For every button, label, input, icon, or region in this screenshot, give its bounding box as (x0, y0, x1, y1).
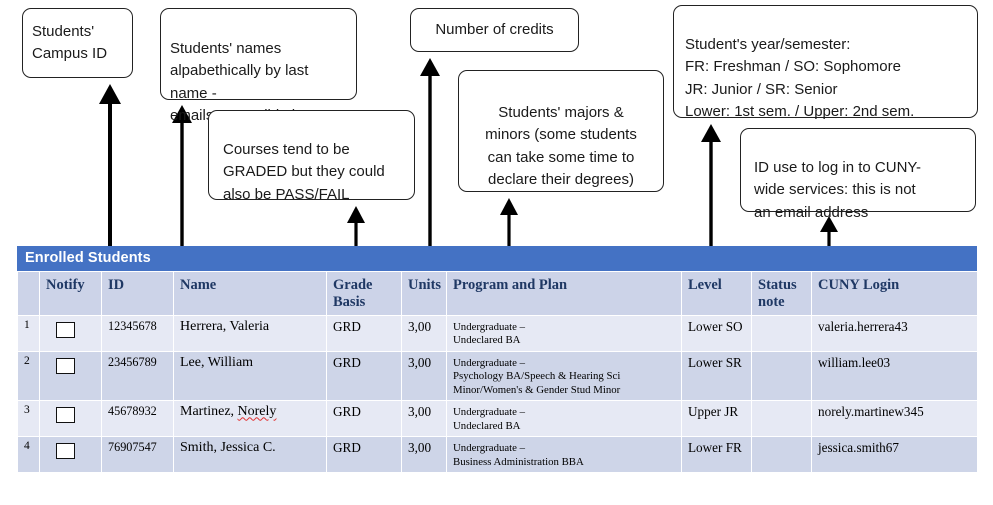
callout-level: Student's year/semester: FR: Freshman / … (673, 5, 978, 120)
student-name[interactable]: Martinez, Norely (173, 400, 327, 438)
cuny-login: norely.martinew345 (811, 400, 978, 438)
student-name-misspelled: Norely (237, 404, 277, 420)
cuny-login: jessica.smith67 (811, 436, 978, 474)
row-number: 1 (17, 315, 40, 352)
student-id: 12345678 (101, 315, 174, 352)
units: 3,00 (401, 315, 447, 352)
grade-basis: GRD (326, 350, 402, 402)
cuny-login: william.lee03 (811, 350, 978, 402)
notify-checkbox[interactable] (56, 407, 75, 424)
table-row: 4 76907547 Smith, Jessica C. GRD 3,00 Un… (17, 436, 978, 474)
callout-credits: Number of credits (410, 8, 579, 52)
col-header-rownum[interactable] (17, 271, 40, 316)
grade-basis: GRD (326, 436, 402, 474)
row-number: 4 (17, 436, 40, 474)
table-row: 1 12345678 Herrera, Valeria GRD 3,00 Und… (17, 315, 978, 352)
arrow-level (698, 124, 724, 260)
student-name[interactable]: Smith, Jessica C. (173, 436, 327, 474)
status-note (751, 436, 812, 474)
enrolled-students-table: Enrolled Students Notify ID Name (17, 246, 978, 474)
status-note (751, 400, 812, 438)
col-header-status[interactable]: Status note (751, 271, 812, 316)
col-header-program[interactable]: Program and Plan (446, 271, 682, 316)
table-header-row: Notify ID Name Grade Basis Units Program… (17, 271, 978, 316)
level: Upper JR (681, 400, 752, 438)
col-header-cuny-login[interactable]: CUNY Login (811, 271, 978, 316)
student-id: 45678932 (101, 400, 174, 438)
grade-basis: GRD (326, 315, 402, 352)
table-row: 3 45678932 Martinez, Norely GRD 3,00 Und… (17, 400, 978, 438)
row-number: 2 (17, 350, 40, 402)
callout-majors-text: Students' majors & minors (some students… (485, 104, 637, 188)
callout-level-text: Student's year/semester: FR: Freshman / … (685, 36, 915, 120)
notify-checkbox[interactable] (56, 322, 75, 338)
col-header-name[interactable]: Name (173, 271, 327, 316)
callout-cuny-login: ID use to log in to CUNY- wide services:… (740, 128, 976, 221)
arrow-names (169, 105, 195, 260)
col-header-units[interactable]: Units (401, 271, 447, 316)
callout-majors: Students' majors & minors (some students… (458, 70, 664, 192)
student-name[interactable]: Herrera, Valeria (173, 315, 327, 352)
callout-names: Students' names alpabethically by last n… (160, 8, 357, 124)
student-id: 76907547 (101, 436, 174, 474)
notify-checkbox[interactable] (56, 357, 75, 374)
student-name-prefix: Martinez, (180, 404, 238, 420)
program-and-plan: Undergraduate – Undeclared BA (446, 315, 682, 352)
cuny-login: valeria.herrera43 (811, 315, 978, 352)
level: Lower FR (681, 436, 752, 474)
notify-cell (39, 315, 102, 352)
callout-campus-id: Students' Campus ID (22, 8, 133, 78)
callout-campus-id-text: Students' Campus ID (32, 22, 108, 62)
col-header-id[interactable]: ID (101, 271, 174, 316)
row-number: 3 (17, 400, 40, 438)
program-and-plan: Undergraduate – Business Administration … (446, 436, 682, 474)
student-id: 23456789 (101, 350, 174, 402)
level: Lower SO (681, 315, 752, 352)
student-name[interactable]: Lee, William (173, 350, 327, 402)
notify-cell (39, 400, 102, 438)
col-header-level[interactable]: Level (681, 271, 752, 316)
program-and-plan: Undergraduate – Psychology BA/Speech & H… (446, 350, 682, 402)
callout-grade-basis: Courses tend to be GRADED but they could… (208, 110, 415, 203)
program-and-plan: Undergraduate – Undeclared BA (446, 400, 682, 438)
roster-grid: Notify ID Name Grade Basis Units Program… (17, 271, 978, 474)
notify-cell (39, 350, 102, 402)
table-row: 2 23456789 Lee, William GRD 3,00 Undergr… (17, 350, 978, 402)
table-title: Enrolled Students (17, 246, 977, 271)
units: 3,00 (401, 400, 447, 438)
notify-cell (39, 436, 102, 474)
status-note (751, 350, 812, 402)
units: 3,00 (401, 350, 447, 402)
arrow-credits (417, 58, 443, 260)
units: 3,00 (401, 436, 447, 474)
callout-grade-basis-text: Courses tend to be GRADED but they could… (223, 141, 385, 203)
arrow-campus-id (96, 84, 124, 260)
level: Lower SR (681, 350, 752, 402)
col-header-grade-basis[interactable]: Grade Basis (326, 271, 402, 316)
callout-cuny-login-text: ID use to log in to CUNY- wide services:… (754, 159, 922, 221)
notify-checkbox[interactable] (56, 443, 75, 460)
grade-basis: GRD (326, 400, 402, 438)
col-header-notify[interactable]: Notify (39, 271, 102, 316)
status-note (751, 315, 812, 352)
callout-credits-text: Number of credits (435, 20, 554, 38)
